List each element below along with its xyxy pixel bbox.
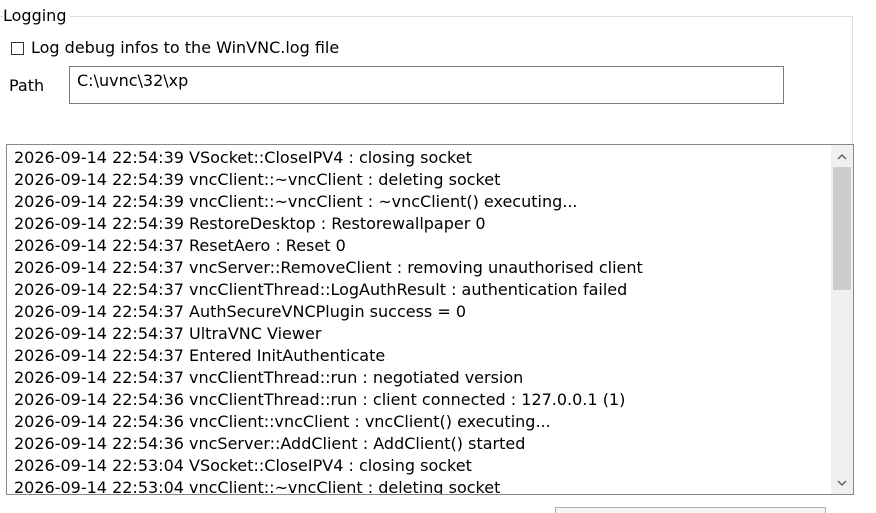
log-line[interactable]: 2026-09-14 22:53:04 VSocket::CloseIPV4 :… — [14, 456, 472, 475]
log-line[interactable]: 2026-09-14 22:54:37 UltraVNC Viewer — [14, 324, 322, 343]
log-line[interactable]: 2026-09-14 22:54:37 AuthSecureVNCPlugin … — [14, 302, 467, 321]
log-line[interactable]: 2026-09-14 22:54:37 Entered InitAuthenti… — [14, 346, 386, 365]
chevron-up-icon — [837, 153, 847, 159]
partially-visible-button[interactable] — [555, 507, 826, 513]
log-line[interactable]: 2026-09-14 22:54:39 RestoreDesktop : Res… — [14, 214, 486, 233]
log-line[interactable]: 2026-09-14 22:54:39 VSocket::CloseIPV4 :… — [14, 148, 472, 167]
logging-group-title: Logging — [3, 6, 71, 26]
debug-log-checkbox-row[interactable]: Log debug infos to the WinVNC.log file — [11, 37, 339, 59]
log-lines: 2026-09-14 22:54:39 VSocket::CloseIPV4 :… — [7, 147, 831, 494]
vertical-scrollbar[interactable] — [831, 145, 853, 494]
scroll-thumb[interactable] — [833, 167, 851, 290]
path-label: Path — [9, 76, 45, 95]
log-line[interactable]: 2026-09-14 22:54:37 vncClientThread::run… — [14, 368, 524, 387]
log-line[interactable]: 2026-09-14 22:54:37 vncClientThread::Log… — [14, 280, 628, 299]
log-listbox[interactable]: 2026-09-14 22:54:39 VSocket::CloseIPV4 :… — [6, 144, 854, 495]
path-input[interactable]: C:\uvnc\32\xp — [69, 66, 784, 104]
scroll-up-button[interactable] — [831, 145, 853, 167]
log-line[interactable]: 2026-09-14 22:53:04 vncClient::~vncClien… — [14, 478, 501, 494]
log-line[interactable]: 2026-09-14 22:54:36 vncServer::AddClient… — [14, 434, 526, 453]
logging-groupbox — [0, 16, 853, 146]
log-line[interactable]: 2026-09-14 22:54:37 ResetAero : Reset 0 — [14, 236, 346, 255]
log-line[interactable]: 2026-09-14 22:54:37 vncServer::RemoveCli… — [14, 258, 643, 277]
log-line[interactable]: 2026-09-14 22:54:39 vncClient::~vncClien… — [14, 192, 578, 211]
log-line[interactable]: 2026-09-14 22:54:36 vncClientThread::run… — [14, 390, 626, 409]
chevron-down-icon — [837, 480, 847, 486]
log-line[interactable]: 2026-09-14 22:54:36 vncClient::vncClient… — [14, 412, 551, 431]
debug-log-checkbox[interactable] — [11, 41, 24, 55]
scroll-down-button[interactable] — [831, 472, 853, 494]
debug-log-checkbox-label[interactable]: Log debug infos to the WinVNC.log file — [31, 38, 340, 57]
log-line[interactable]: 2026-09-14 22:54:39 vncClient::~vncClien… — [14, 170, 501, 189]
